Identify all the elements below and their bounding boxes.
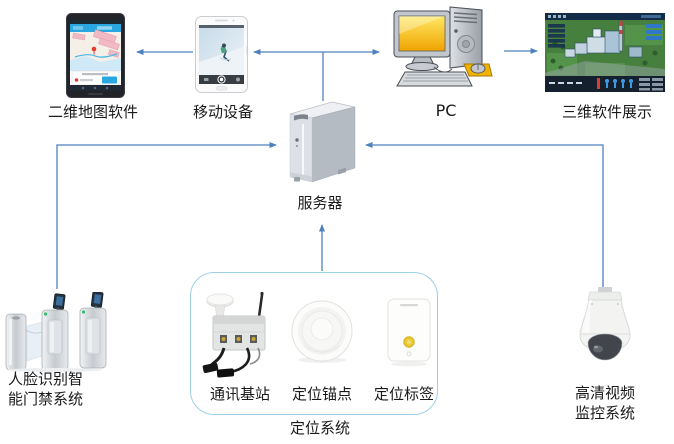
video-label-line1: 高清视频 bbox=[574, 384, 635, 402]
access-control-label: 人脸识别智 能门禁系统 bbox=[8, 369, 104, 409]
tag-card-icon bbox=[386, 298, 432, 368]
connector-camera-to-server bbox=[365, 142, 604, 288]
mobile-phone-icon bbox=[195, 16, 248, 93]
base-station-label: 通讯基站 bbox=[209, 385, 270, 403]
tag-label: 定位标签 bbox=[373, 385, 434, 403]
anchor-label: 定位锚点 bbox=[291, 385, 352, 403]
turnstile-gate-icon bbox=[4, 292, 109, 372]
map-phone-icon bbox=[66, 13, 125, 98]
positioning-system-label: 定位系统 bbox=[289, 419, 350, 437]
desktop-pc-icon bbox=[392, 4, 494, 96]
3d-display-icon bbox=[545, 13, 665, 92]
mobile-label: 移动设备 bbox=[192, 103, 253, 121]
access-control-label-line1: 人脸识别智 bbox=[8, 370, 84, 388]
server-tower-icon bbox=[282, 98, 360, 186]
3d-display-label: 三维软件展示 bbox=[561, 103, 652, 121]
anchor-disc-icon bbox=[290, 299, 354, 365]
video-label: 高清视频 监控系统 bbox=[557, 383, 653, 423]
connector-gate-to-server bbox=[56, 142, 277, 289]
base-station-icon bbox=[202, 288, 276, 382]
server-label: 服务器 bbox=[297, 194, 343, 212]
map-app-label: 二维地图软件 bbox=[47, 103, 138, 121]
video-label-line2: 监控系统 bbox=[574, 404, 635, 422]
pc-label: PC bbox=[435, 101, 457, 120]
dome-camera-icon bbox=[574, 287, 636, 375]
access-control-label-line2: 能门禁系统 bbox=[8, 390, 84, 408]
